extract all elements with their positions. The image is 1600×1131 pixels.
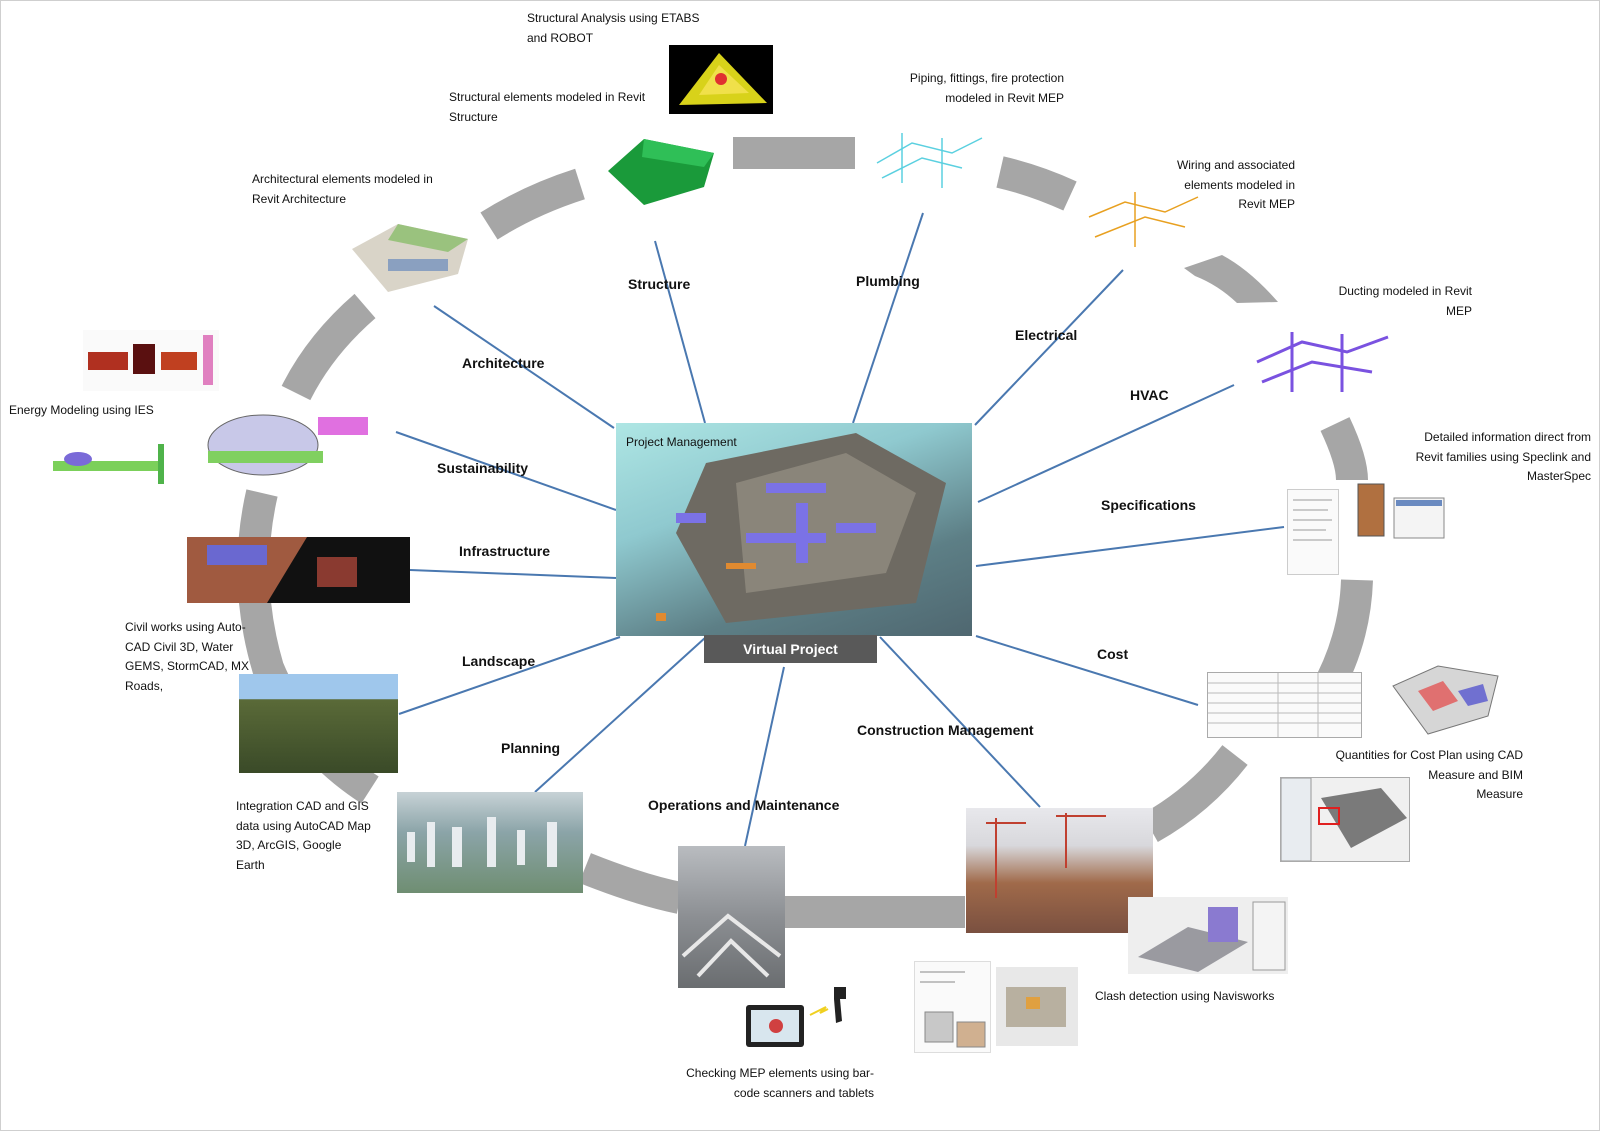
clash-detail-thumbnail: [996, 967, 1078, 1046]
desc-energy: Energy Modeling using IES: [9, 403, 154, 417]
specs-document-thumbnail: [1287, 489, 1339, 575]
ring-segment-left-upper: [281, 293, 376, 401]
revit-structure-thumbnail: [604, 131, 718, 207]
desc-revit-structure: Structural elements modeled in Revit Str…: [449, 90, 646, 124]
energy-chart-thumbnail: [83, 330, 219, 391]
ring-segment-bottom-right: [1142, 745, 1248, 842]
center-project-image: Project Management: [616, 423, 972, 636]
energy-dome-thumbnail: [203, 407, 368, 480]
specs-door-thumbnail: [1354, 480, 1446, 560]
desc-etabs: Structural Analysis using ETABS and ROBO…: [527, 11, 700, 45]
virtual-project-label: Virtual Project: [704, 635, 877, 663]
desc-civil: Civil works using Auto- CAD Civil 3D, Wa…: [125, 620, 250, 693]
desc-gis: Integration CAD and GIS data using AutoC…: [236, 799, 371, 872]
category-cost: Cost: [1097, 646, 1129, 662]
ring-segment-top-right: [996, 156, 1077, 211]
ring-segment-right: [1320, 417, 1368, 481]
quantities-thumbnail: [1280, 777, 1410, 862]
desc-specs: Detailed information direct from Revit f…: [1415, 430, 1591, 483]
category-sustainability: Sustainability: [437, 460, 529, 476]
connector-electrical: [974, 269, 1124, 426]
ring-segment-top-left: [480, 168, 585, 240]
desc-architectural: Architectural elements modeled in Revit …: [252, 172, 433, 206]
category-architecture: Architecture: [462, 355, 545, 371]
category-operations-maintenance: Operations and Maintenance: [648, 797, 840, 813]
construction-photo-thumbnail: [966, 808, 1153, 933]
connector-plumbing: [852, 212, 924, 424]
architecture-thumbnail: [348, 214, 473, 295]
tablet-thumbnail: [746, 1005, 804, 1047]
ring-segment-bottom: [579, 853, 684, 914]
desc-clash: Clash detection using Navisworks: [1095, 989, 1275, 1003]
ring-arrow: [1184, 255, 1278, 303]
category-plumbing: Plumbing: [856, 273, 920, 289]
connector-structure: [654, 240, 706, 424]
connector-operations: [744, 666, 785, 847]
desc-barcode: Checking MEP elements using bar- code sc…: [686, 1066, 874, 1100]
connector-landscape: [398, 636, 621, 715]
connector-hvac: [977, 384, 1235, 503]
connector-construction: [879, 636, 1041, 808]
category-structure: Structure: [628, 276, 691, 292]
planning-thumbnail: [397, 792, 583, 893]
category-landscape: Landscape: [462, 653, 536, 669]
category-electrical: Electrical: [1015, 327, 1078, 343]
connector-planning: [534, 636, 707, 793]
barcode-scanner-thumbnail: [806, 985, 852, 1025]
category-infrastructure: Infrastructure: [459, 543, 551, 559]
infrastructure-thumbnail: [187, 537, 410, 603]
clash-model-thumbnail: [1128, 897, 1288, 974]
connector-architecture: [433, 305, 615, 429]
connector-infrastructure: [409, 569, 617, 579]
connector-sustainability: [395, 431, 617, 511]
center-title: Project Management: [626, 435, 737, 449]
connector-specifications: [975, 526, 1285, 567]
desc-piping: Piping, fittings, fire protection modele…: [909, 71, 1064, 105]
piping-thumbnail: [872, 123, 988, 193]
landscape-thumbnail: [239, 674, 398, 773]
etabs-thumbnail: [669, 45, 773, 114]
operations-thumbnail: [678, 846, 785, 988]
category-specifications: Specifications: [1101, 497, 1196, 513]
category-construction-management: Construction Management: [857, 722, 1034, 738]
cost-model-thumbnail: [1388, 646, 1501, 736]
energy-model-small-thumbnail: [48, 439, 171, 493]
desc-ducting: Ducting modeled in Revit MEP: [1338, 284, 1472, 318]
cost-table-thumbnail: [1207, 672, 1362, 738]
wiring-thumbnail: [1085, 187, 1202, 251]
desc-quantities: Quantities for Cost Plan using CAD Measu…: [1335, 748, 1523, 801]
connector-cost: [975, 635, 1199, 706]
category-hvac: HVAC: [1130, 387, 1169, 403]
ducting-thumbnail: [1252, 322, 1393, 397]
desc-wiring: Wiring and associated elements modeled i…: [1176, 158, 1295, 211]
category-planning: Planning: [501, 740, 561, 756]
clash-report-thumbnail: [914, 961, 991, 1053]
